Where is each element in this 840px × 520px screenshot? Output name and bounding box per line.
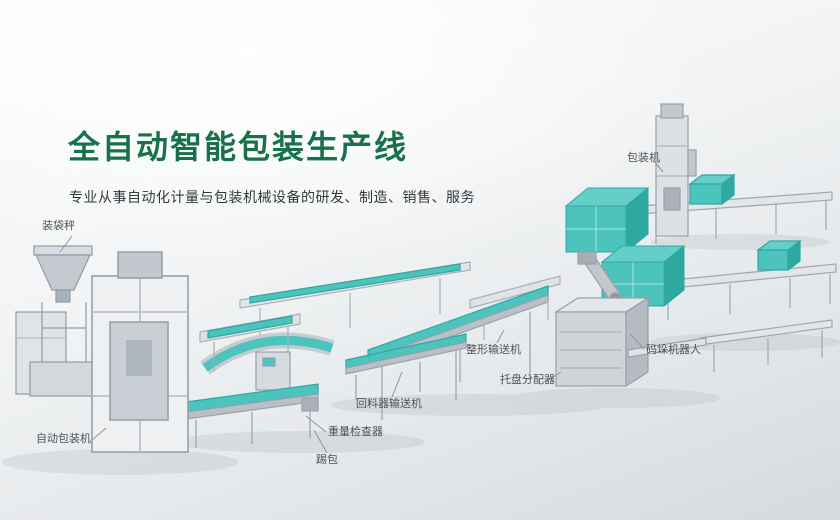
label-pallet-dispenser: 托盘分配器 (500, 374, 555, 386)
label-palletizing-robot: 码垛机器人 (646, 344, 701, 356)
auto-packing-machine-tower (91, 251, 189, 453)
label-auto-packing-machine: 自动包装机 (36, 433, 91, 445)
label-packing-machine: 包装机 (627, 152, 660, 164)
curve-conveyor (200, 332, 335, 375)
packing-machine-tower (655, 103, 697, 237)
label-weight-checker: 重量检查器 (328, 426, 383, 438)
roller-conveyor-mid (651, 239, 837, 320)
page-title: 全自动智能包装生产线 (68, 129, 409, 165)
package-stack-large (564, 186, 650, 254)
mid-platform-conveyor (199, 313, 301, 372)
return-feeder-conveyor-machine (345, 333, 467, 400)
label-leader-lines (59, 160, 664, 454)
pallet-dispenser-machine (553, 296, 707, 388)
bagging-scale-machine (15, 245, 95, 397)
label-bagging-scale: 装袋秤 (42, 220, 75, 232)
label-kick-bag: 踢包 (316, 454, 338, 466)
label-return-feeder-conveyor: 回料器输送机 (356, 398, 422, 410)
label-shaping-conveyor: 整形输送机 (466, 344, 521, 356)
page-subtitle: 专业从事自动化计量与包装机械设备的研发、制造、销售、服务 (69, 189, 475, 205)
bottom-conveyor (185, 351, 319, 448)
